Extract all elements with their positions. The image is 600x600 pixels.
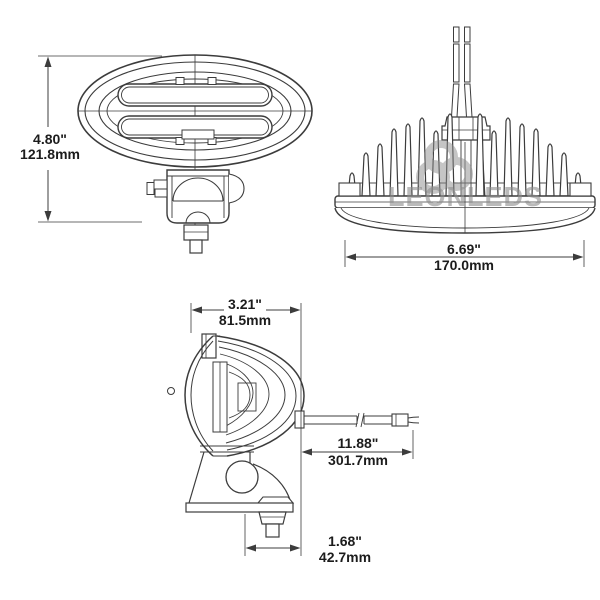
cable-length-inches: 11.88" bbox=[337, 435, 379, 451]
front-view-drawing bbox=[38, 54, 313, 254]
mount-offset-dimension bbox=[244, 514, 301, 556]
rear-view-drawing bbox=[334, 26, 596, 267]
mounting-bolt bbox=[258, 511, 287, 525]
side-depth-inches: 3.21" bbox=[228, 296, 262, 312]
side-mount-bracket bbox=[185, 445, 295, 538]
rear-width-mm: 170.0mm bbox=[434, 257, 494, 273]
cable-length-mm: 301.7mm bbox=[328, 452, 388, 468]
side-depth-mm: 81.5mm bbox=[218, 312, 272, 328]
mount-offset-inches: 1.68" bbox=[328, 533, 362, 549]
ball-joint bbox=[225, 460, 259, 494]
dimension-label-side-depth: 3.21" 81.5mm bbox=[195, 297, 295, 328]
rear-width-inches: 6.69" bbox=[447, 241, 481, 257]
dimension-label-rear-width: 6.69" 170.0mm bbox=[414, 242, 514, 273]
front-height-dimension bbox=[38, 55, 162, 223]
cable-length-dimension bbox=[301, 430, 414, 459]
heat-sink-fins bbox=[347, 113, 583, 197]
front-height-mm: 121.8mm bbox=[20, 146, 80, 162]
front-height-inches: 4.80" bbox=[33, 131, 67, 147]
dimension-label-cable-length: 11.88" 301.7mm bbox=[308, 436, 408, 468]
dimension-label-front-height: 4.80" 121.8mm bbox=[8, 132, 92, 162]
side-view-drawing bbox=[167, 303, 420, 556]
side-depth-dimension bbox=[190, 303, 302, 556]
three-circles-logo-icon bbox=[416, 140, 473, 194]
rear-width-dimension bbox=[344, 240, 585, 267]
watermark-brand: LEONLEDS bbox=[388, 181, 544, 213]
front-mount-bracket bbox=[146, 169, 245, 254]
mount-offset-mm: 42.7mm bbox=[318, 549, 372, 565]
cable-drawing bbox=[294, 410, 420, 429]
dimension-label-mount-offset: 1.68" 42.7mm bbox=[295, 534, 395, 565]
